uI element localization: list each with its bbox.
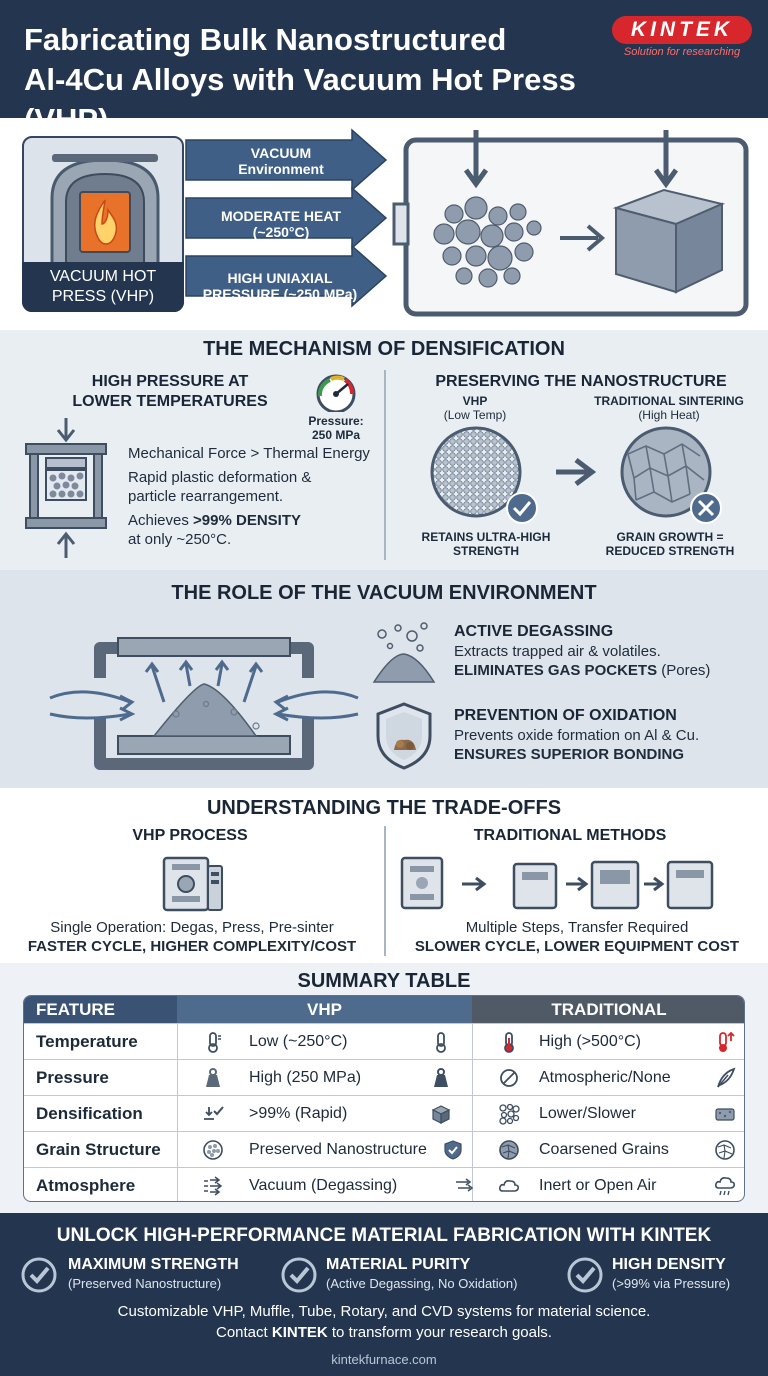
- vhp-furnace-illustration: [22, 136, 184, 312]
- multi-step-equipment-icons: [400, 856, 714, 910]
- tradeoffs-divider: [384, 826, 386, 956]
- arrow-pressure-label: HIGH UNIAXIAL PRESSURE (~250 MPa): [202, 270, 358, 302]
- vhp-column-label: VHP (Low Temp): [443, 394, 507, 422]
- grain-comparison-diagram: [430, 426, 722, 524]
- feather-icon: [717, 1067, 736, 1088]
- degassing-icon: [372, 622, 436, 683]
- header-vhp: VHP: [177, 996, 472, 1023]
- page-title: Fabricating Bulk Nanostructured Al-4Cu A…: [24, 22, 576, 137]
- feature-high-density: HIGH DENSITY (>99% via Pressure): [566, 1254, 756, 1298]
- degassing-text: ACTIVE DEGASSING Extracts trapped air & …: [454, 623, 711, 679]
- vacuum-title: THE ROLE OF THE VACUUM ENVIRONMENT: [171, 582, 597, 604]
- powder-particles: [433, 196, 542, 288]
- thermometer-low-icon: [436, 1032, 446, 1053]
- traditional-result-label: GRAIN GROWTH = REDUCED STRENGTH: [605, 530, 735, 558]
- porous-block-icon: [715, 1108, 735, 1121]
- weight-icon: [434, 1068, 448, 1087]
- outflow-arrows: [49, 659, 359, 722]
- vhp-process-text: Single Operation: Degas, Press, Pre-sint…: [27, 919, 357, 955]
- weight-icon: [206, 1068, 220, 1087]
- vhp-label: VACUUM HOT PRESS (VHP): [22, 262, 184, 312]
- table-row: Atmosphere Vacuum (Degassing) Inert or O…: [24, 1167, 744, 1201]
- footer-contact-line: Contact KINTEK to transform your researc…: [216, 1324, 552, 1341]
- table-row: Temperature Low (~250°C) High (>500°C): [24, 1023, 744, 1059]
- dense-cube-icon: [431, 1105, 451, 1124]
- compaction-chamber-diagram: [392, 130, 749, 317]
- footer-banner: [0, 1213, 768, 1376]
- footer-url-link[interactable]: kintekfurnace.com: [331, 1352, 437, 1367]
- feature-max-strength: MAXIMUM STRENGTH (Preserved Nanostructur…: [20, 1254, 270, 1298]
- none-icon: [500, 1069, 518, 1087]
- mechanism-divider: [384, 370, 386, 560]
- vacuum-flow-icon: [456, 1178, 474, 1192]
- cloud-icon: [499, 1180, 519, 1192]
- summary-table: FEATURE VHP TRADITIONAL Temperature Low …: [23, 995, 745, 1202]
- gauge-pressure-label: Pressure: 250 MPa: [308, 414, 364, 442]
- arrow-vacuum: [185, 128, 388, 192]
- tradeoffs-title: UNDERSTANDING THE TRADE-OFFS: [206, 797, 562, 819]
- dense-cube: [612, 188, 726, 294]
- summary-title: SUMMARY TABLE: [297, 970, 471, 992]
- header-feature: FEATURE: [24, 996, 177, 1023]
- shield-check-icon: [444, 1140, 462, 1160]
- table-row: Grain Structure Preserved Nanostructure …: [24, 1131, 744, 1167]
- thermometer-icon: [208, 1032, 221, 1053]
- preserving-heading: PRESERVING THE NANOSTRUCTURE: [435, 373, 727, 390]
- oxidation-text: PREVENTION OF OXIDATION Prevents oxide f…: [454, 707, 700, 763]
- vhp-process-heading: VHP PROCESS: [132, 827, 248, 844]
- vacuum-chamber-diagram: [49, 637, 359, 770]
- arrow-heat: [185, 186, 388, 250]
- traditional-methods-heading: TRADITIONAL METHODS: [473, 827, 667, 844]
- fine-grain-icon: [203, 1140, 223, 1160]
- coarse-grain-circle: [620, 426, 712, 518]
- thermometer-rising-icon: [719, 1031, 735, 1052]
- compress-check-icon: [204, 1106, 224, 1120]
- checkmark-circle-icon: [281, 1257, 317, 1293]
- thermometer-hot-icon: [504, 1032, 514, 1053]
- checkmark-icon: [506, 492, 538, 524]
- shield-icon: [376, 702, 432, 770]
- vacuum-flow-icon: [204, 1176, 223, 1196]
- powder-pile: [152, 683, 258, 737]
- fine-grain-circle: [430, 426, 522, 518]
- logo-tagline: Solution for researching: [623, 46, 741, 58]
- coarse-grain-icon: [499, 1140, 519, 1160]
- arrow-heat-label: MODERATE HEAT (~250°C): [220, 208, 342, 240]
- checkmark-circle-icon: [567, 1257, 603, 1293]
- feature-material-purity: MATERIAL PURITY (Active Degassing, No Ox…: [280, 1254, 550, 1298]
- header-traditional: TRADITIONAL: [472, 996, 744, 1023]
- traditional-column-label: TRADITIONAL SINTERING (High Heat): [594, 394, 744, 422]
- mechanism-title: THE MECHANISM OF DENSIFICATION: [203, 338, 565, 360]
- cta-heading: UNLOCK HIGH-PERFORMANCE MATERIAL FABRICA…: [56, 1225, 712, 1246]
- logo-wordmark: KINTEK: [612, 16, 752, 44]
- pressure-gauge-icon: [316, 374, 356, 412]
- arrow-vacuum-label: VACUUM Environment: [238, 145, 324, 177]
- porous-icon: [499, 1103, 520, 1125]
- cloud-wind-icon: [715, 1177, 735, 1196]
- mechanism-description: Mechanical Force > Thermal Energy Rapid …: [128, 445, 370, 548]
- arrow-pressure: [185, 244, 388, 308]
- footer-systems-line: Customizable VHP, Muffle, Tube, Rotary, …: [117, 1303, 651, 1320]
- high-pressure-heading: HIGH PRESSURE AT LOWER TEMPERATURES: [72, 373, 268, 410]
- traditional-methods-text: Multiple Steps, Transfer Required SLOWER…: [414, 919, 740, 955]
- vhp-result-label: RETAINS ULTRA-HIGH STRENGTH: [421, 530, 551, 558]
- hydraulic-press-icon: [25, 418, 107, 558]
- table-row: Pressure High (250 MPa) Atmospheric/None: [24, 1059, 744, 1095]
- process-arrows: [185, 128, 388, 308]
- vhp-machine-icon: [162, 856, 223, 912]
- coarse-grain-outline-icon: [715, 1140, 735, 1160]
- kintek-logo[interactable]: KINTEK Solution for researching: [612, 16, 752, 58]
- checkmark-circle-icon: [21, 1257, 57, 1293]
- table-row: Densification >99% (Rapid) Lower/Slower: [24, 1095, 744, 1131]
- furnace-icon: [50, 154, 160, 268]
